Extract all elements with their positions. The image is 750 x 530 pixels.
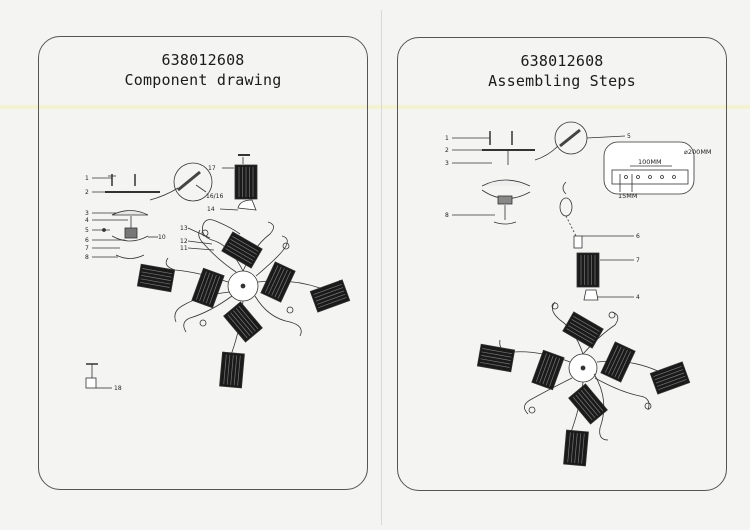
callout-2: 2 [445, 147, 449, 154]
callout-5: 5 [85, 227, 89, 234]
left-exploded-view [85, 154, 351, 389]
callout-12: 12 [180, 238, 188, 245]
callout-7: 7 [636, 257, 640, 264]
model-number: 638012608 [161, 51, 245, 69]
dimension-edge: 15MM [618, 192, 638, 200]
callout-2: 2 [85, 189, 89, 196]
callout-10: 10 [158, 234, 166, 241]
component-drawing-panel: 638012608 Component drawing [38, 36, 368, 490]
callout-13: 13 [180, 225, 188, 232]
callout-16-16: 16/16 [206, 193, 224, 200]
assembling-steps-panel: 638012608 Assembling Steps [397, 37, 727, 491]
callout-6: 6 [85, 237, 89, 244]
right-assembly-view [452, 121, 695, 467]
callout-14: 14 [207, 206, 215, 213]
page-fold [381, 10, 382, 525]
callout-17: 17 [208, 165, 216, 172]
callout-8: 8 [85, 254, 89, 261]
panel-heading: Component drawing [124, 71, 282, 89]
callout-1: 1 [85, 175, 89, 182]
panel-heading: Assembling Steps [488, 72, 636, 90]
callout-7: 7 [85, 245, 89, 252]
callout-3: 3 [445, 160, 449, 167]
dimension-diameter: ⌀200MM [684, 148, 712, 156]
paper-crease [0, 104, 750, 110]
dimension-spacing: 100MM [638, 158, 662, 166]
callout-11: 11 [180, 245, 188, 252]
callout-1: 1 [445, 135, 449, 142]
callout-4: 4 [636, 294, 640, 301]
callout-6: 6 [636, 233, 640, 240]
callout-5: 5 [627, 133, 631, 140]
model-number: 638012608 [520, 52, 604, 70]
callout-8: 8 [445, 212, 449, 219]
callout-4: 4 [85, 217, 89, 224]
callout-3: 3 [85, 210, 89, 217]
callout-18: 18 [114, 385, 122, 392]
